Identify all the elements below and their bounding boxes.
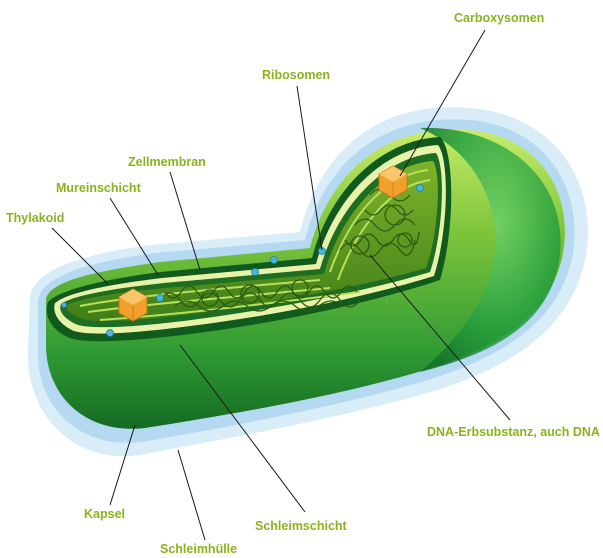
label-schleimschicht: Schleimschicht — [255, 519, 348, 533]
ribosome — [62, 303, 67, 308]
ribosome — [157, 295, 164, 302]
label-ribosomen: Ribosomen — [262, 68, 330, 82]
label-carboxysomen: Carboxysomen — [454, 11, 544, 25]
ribosome — [271, 257, 278, 264]
label-zellmembran: Zellmembran — [128, 155, 206, 169]
ribosome — [252, 269, 259, 276]
label-dna: DNA-Erbsubstanz, auch DNA — [427, 425, 600, 439]
label-mureinschicht: Mureinschicht — [56, 181, 142, 195]
leader-schleimhuelle — [178, 450, 205, 540]
label-schleimhuelle: Schleimhülle — [160, 542, 237, 556]
ribosome — [107, 330, 114, 337]
label-kapsel: Kapsel — [84, 507, 125, 521]
ribosome — [417, 185, 424, 192]
label-thylakoid: Thylakoid — [6, 211, 64, 225]
